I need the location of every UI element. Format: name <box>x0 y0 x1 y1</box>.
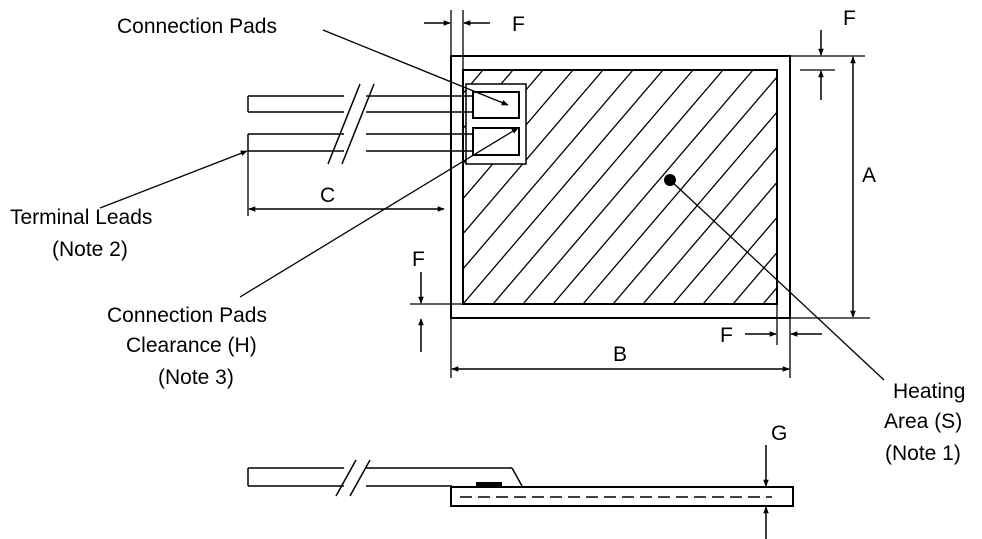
dimension-f-left-label: F <box>412 248 425 271</box>
terminal-leads-label: Terminal Leads <box>10 206 152 229</box>
connection-pads-label: Connection Pads <box>117 15 277 38</box>
heating-area-hatch <box>463 70 777 304</box>
side-view-pad <box>476 482 502 487</box>
heating-area-label: Heating <box>893 380 965 403</box>
dimension-f-bottom-label: F <box>720 324 733 347</box>
connection-pad-bottom <box>472 127 520 156</box>
dimension-b-label: B <box>613 343 627 366</box>
side-view-lead <box>247 459 523 497</box>
heater-outline <box>450 55 791 319</box>
dimension-a-label: A <box>862 164 876 187</box>
clearance-h-label: Clearance (H) <box>126 334 257 357</box>
dimension-g-label: G <box>771 422 787 445</box>
connection-pads-leader <box>322 29 509 106</box>
pads-clearance-note: (Note 3) <box>158 366 234 389</box>
pads-clearance-leader <box>239 127 519 298</box>
terminal-leads-leader <box>99 150 248 209</box>
terminal-leads-note: (Note 2) <box>52 238 128 261</box>
dimension-f-right-label: F <box>843 7 856 30</box>
heating-area-note: (Note 1) <box>885 442 961 465</box>
area-s-label: Area (S) <box>884 410 962 433</box>
pads-clearance-label: Connection Pads <box>107 304 267 327</box>
terminal-leads <box>247 83 473 165</box>
dimension-c-label: C <box>320 184 335 207</box>
connection-pad-top <box>472 91 520 119</box>
heating-area-leader <box>669 179 885 381</box>
dimension-f-top-label: F <box>512 13 525 36</box>
heating-area <box>462 69 778 305</box>
